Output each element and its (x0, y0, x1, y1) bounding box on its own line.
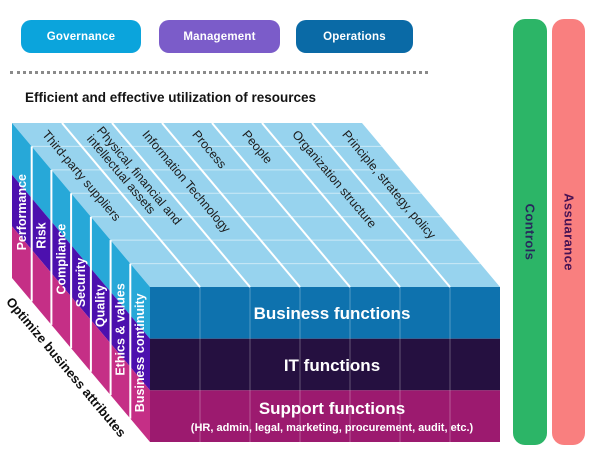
attribute-label-security: Security (74, 258, 88, 307)
svg-text:Security: Security (74, 258, 88, 307)
layer-label-it-functions: IT functions (284, 356, 380, 375)
svg-text:Quality: Quality (94, 285, 108, 327)
governance-pill: Governance (21, 20, 141, 53)
management-pill: Management (159, 20, 280, 53)
attribute-label-business-continuity: Business continuity (133, 293, 147, 412)
front-layer-support (150, 390, 500, 442)
svg-text:Risk: Risk (35, 222, 49, 248)
assurance-bar: Assuarance (552, 19, 585, 445)
layer-sublabel-support-functions: (HR, admin, legal, marketing, procuremen… (191, 422, 474, 434)
attribute-label-ethics: Ethics & values (113, 283, 127, 375)
attribute-label-compliance: Compliance (54, 224, 68, 295)
left-band-it (12, 174, 150, 391)
top-horizontal-gridlines (31, 145, 481, 265)
attribute-label-performance: Performance (15, 174, 29, 250)
front-vertical-gridlines (199, 287, 451, 442)
svg-text:Ethics & values: Ethics & values (113, 283, 127, 375)
controls-bar: Controls (513, 19, 547, 445)
attribute-label-risk: Risk (35, 222, 49, 248)
assurance-bar-label: Assuarance (561, 193, 576, 271)
left-column-dividers (30, 146, 132, 419)
attribute-label-quality: Quality (94, 285, 108, 327)
diagram-heading: Efficient and effective utilization of r… (25, 90, 317, 105)
top-strip-dividers (61, 122, 451, 288)
front-layer-it (150, 338, 500, 391)
svg-text:Compliance: Compliance (54, 224, 68, 295)
front-layer-business (150, 287, 500, 339)
cube-top-face (12, 123, 500, 287)
svg-text:Business continuity: Business continuity (133, 293, 147, 412)
operations-pill: Operations (296, 20, 413, 53)
layer-label-business-functions: Business functions (254, 304, 411, 323)
layer-label-support-functions: Support functions (259, 399, 405, 418)
controls-bar-label: Controls (522, 203, 538, 261)
left-band-support (12, 226, 150, 442)
svg-text:Performance: Performance (15, 174, 29, 250)
left-band-business (12, 123, 150, 339)
dotted-divider (10, 71, 428, 74)
